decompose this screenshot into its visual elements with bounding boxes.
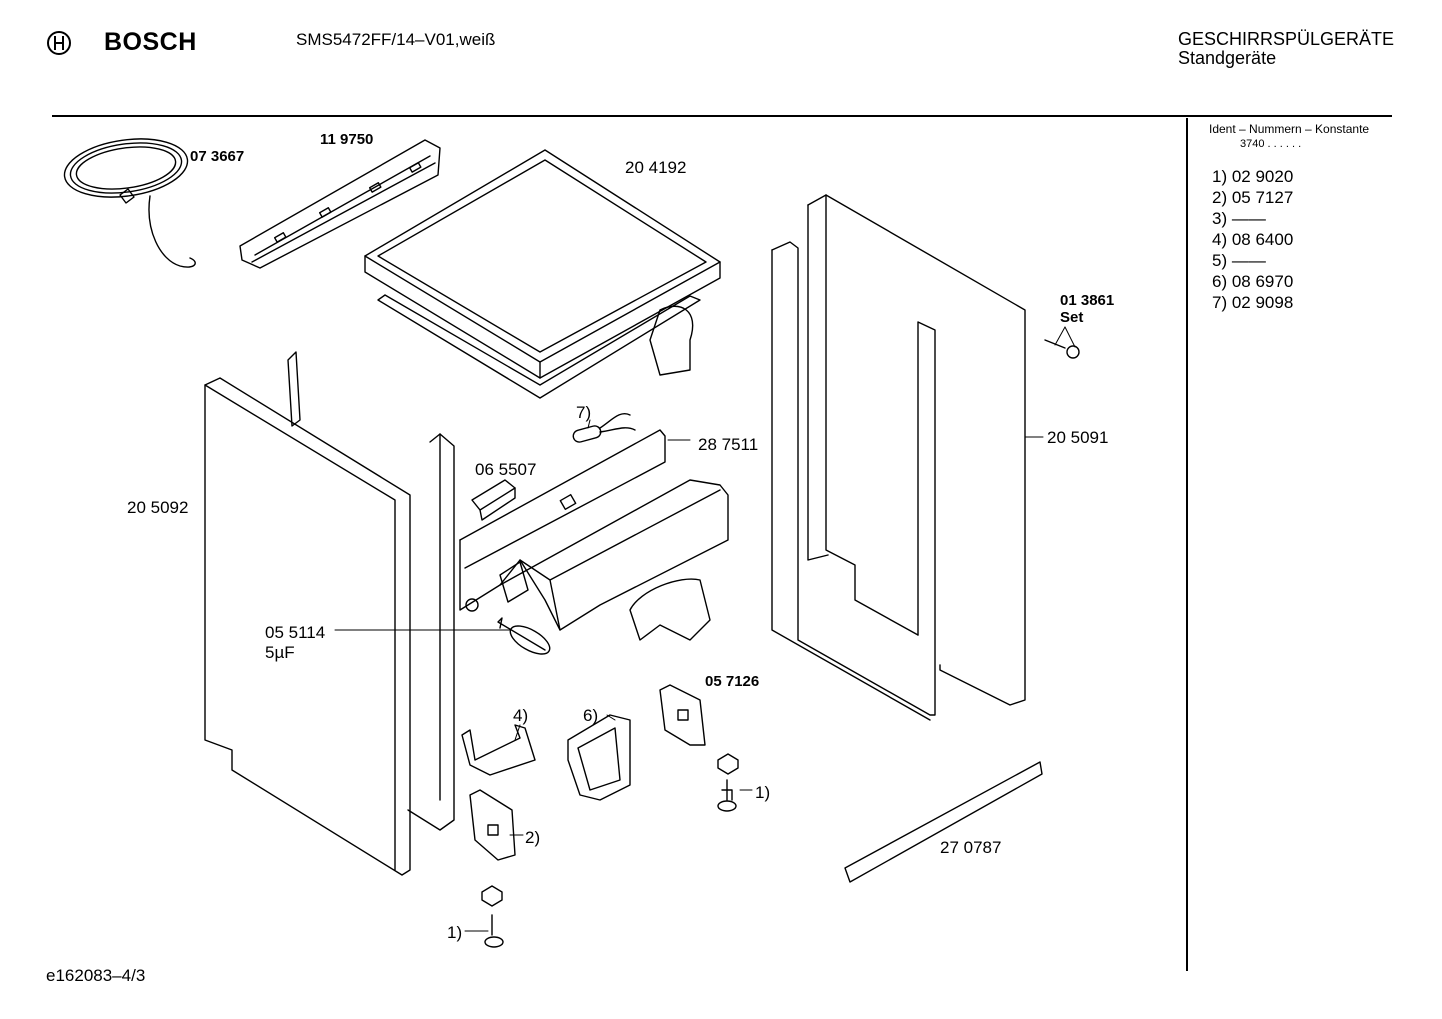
label-057126: 05 7126 [705,673,760,690]
ident-item: 3) —— [1212,209,1266,228]
worktop-drawing [364,149,721,399]
ident-item: 1) 02 9020 [1212,167,1294,186]
duct-part-drawing [629,578,711,641]
category-subtitle: Standgeräte [1178,48,1277,68]
label-065507: 06 5507 [475,460,537,479]
ident-item: 2) 05 7127 [1212,188,1294,207]
category-title: GESCHIRRSPÜLGERÄTE [1178,29,1395,49]
ident-heading: Ident – Nummern – Konstante [1209,122,1370,136]
ref-label-2: 2) [525,828,541,847]
base-housing-drawing [459,429,729,631]
rail-270787-drawing [844,761,1043,883]
bracket-057126-drawing [659,684,706,746]
bracket-2-drawing [469,789,516,861]
foot-left-drawing [481,885,504,948]
power-cord-drawing [63,138,196,268]
side-frame-right-drawing [771,194,1026,721]
ident-item: 6) 08 6970 [1212,272,1294,291]
label-205091: 20 5091 [1047,428,1109,447]
bosch-logo-icon [47,31,71,55]
label-055114: 05 5114 [265,623,326,642]
screw-set-drawing [1044,339,1080,359]
header-divider [52,115,1392,117]
brand-name: BOSCH [104,28,197,56]
sidebar-divider [1186,118,1188,971]
document-code: e162083–4/3 [46,966,146,985]
label-287511: 28 7511 [698,435,759,454]
label-119750: 11 9750 [320,131,374,148]
label-205092: 20 5092 [127,498,189,517]
ref-label-7: 7) [576,403,592,422]
ref-label-4: 4) [513,706,529,725]
category-block: GESCHIRRSPÜLGERÄTE Standgeräte [1178,30,1394,68]
mounting-rail-drawing [239,139,441,269]
ident-item: 7) 02 9098 [1212,293,1294,312]
bracket-6-drawing [567,714,631,801]
foot-right-drawing [717,753,739,812]
ref-label-1-right: 1) [755,783,771,802]
ref-label-6: 6) [583,706,599,725]
side-panel-left-drawing [204,351,455,876]
ident-constant: 3740 . . . . . . [1240,138,1302,150]
bracket-4-drawing [461,724,536,776]
label-013861: 01 3861 [1060,292,1115,309]
ident-item: 5) —— [1212,251,1266,270]
leader-lines [334,326,1076,932]
ref-label-1-left: 1) [447,923,463,942]
small-capacitor-drawing [572,413,636,443]
label-013861-set: Set [1060,309,1084,326]
label-270787: 27 0787 [940,838,1002,857]
door-lock-drawing [471,479,516,521]
label-073667: 07 3667 [190,148,245,165]
model-number: SMS5472FF/14–V01,weiß [296,30,496,49]
label-055114-capacitance: 5µF [265,643,295,662]
ident-item: 4) 08 6400 [1212,230,1294,249]
label-204192: 20 4192 [625,158,687,177]
capacitor-drawing [497,617,551,655]
ident-list: 1) 02 9020 2) 05 7127 3) —— 4) 08 6400 5… [1212,166,1293,313]
